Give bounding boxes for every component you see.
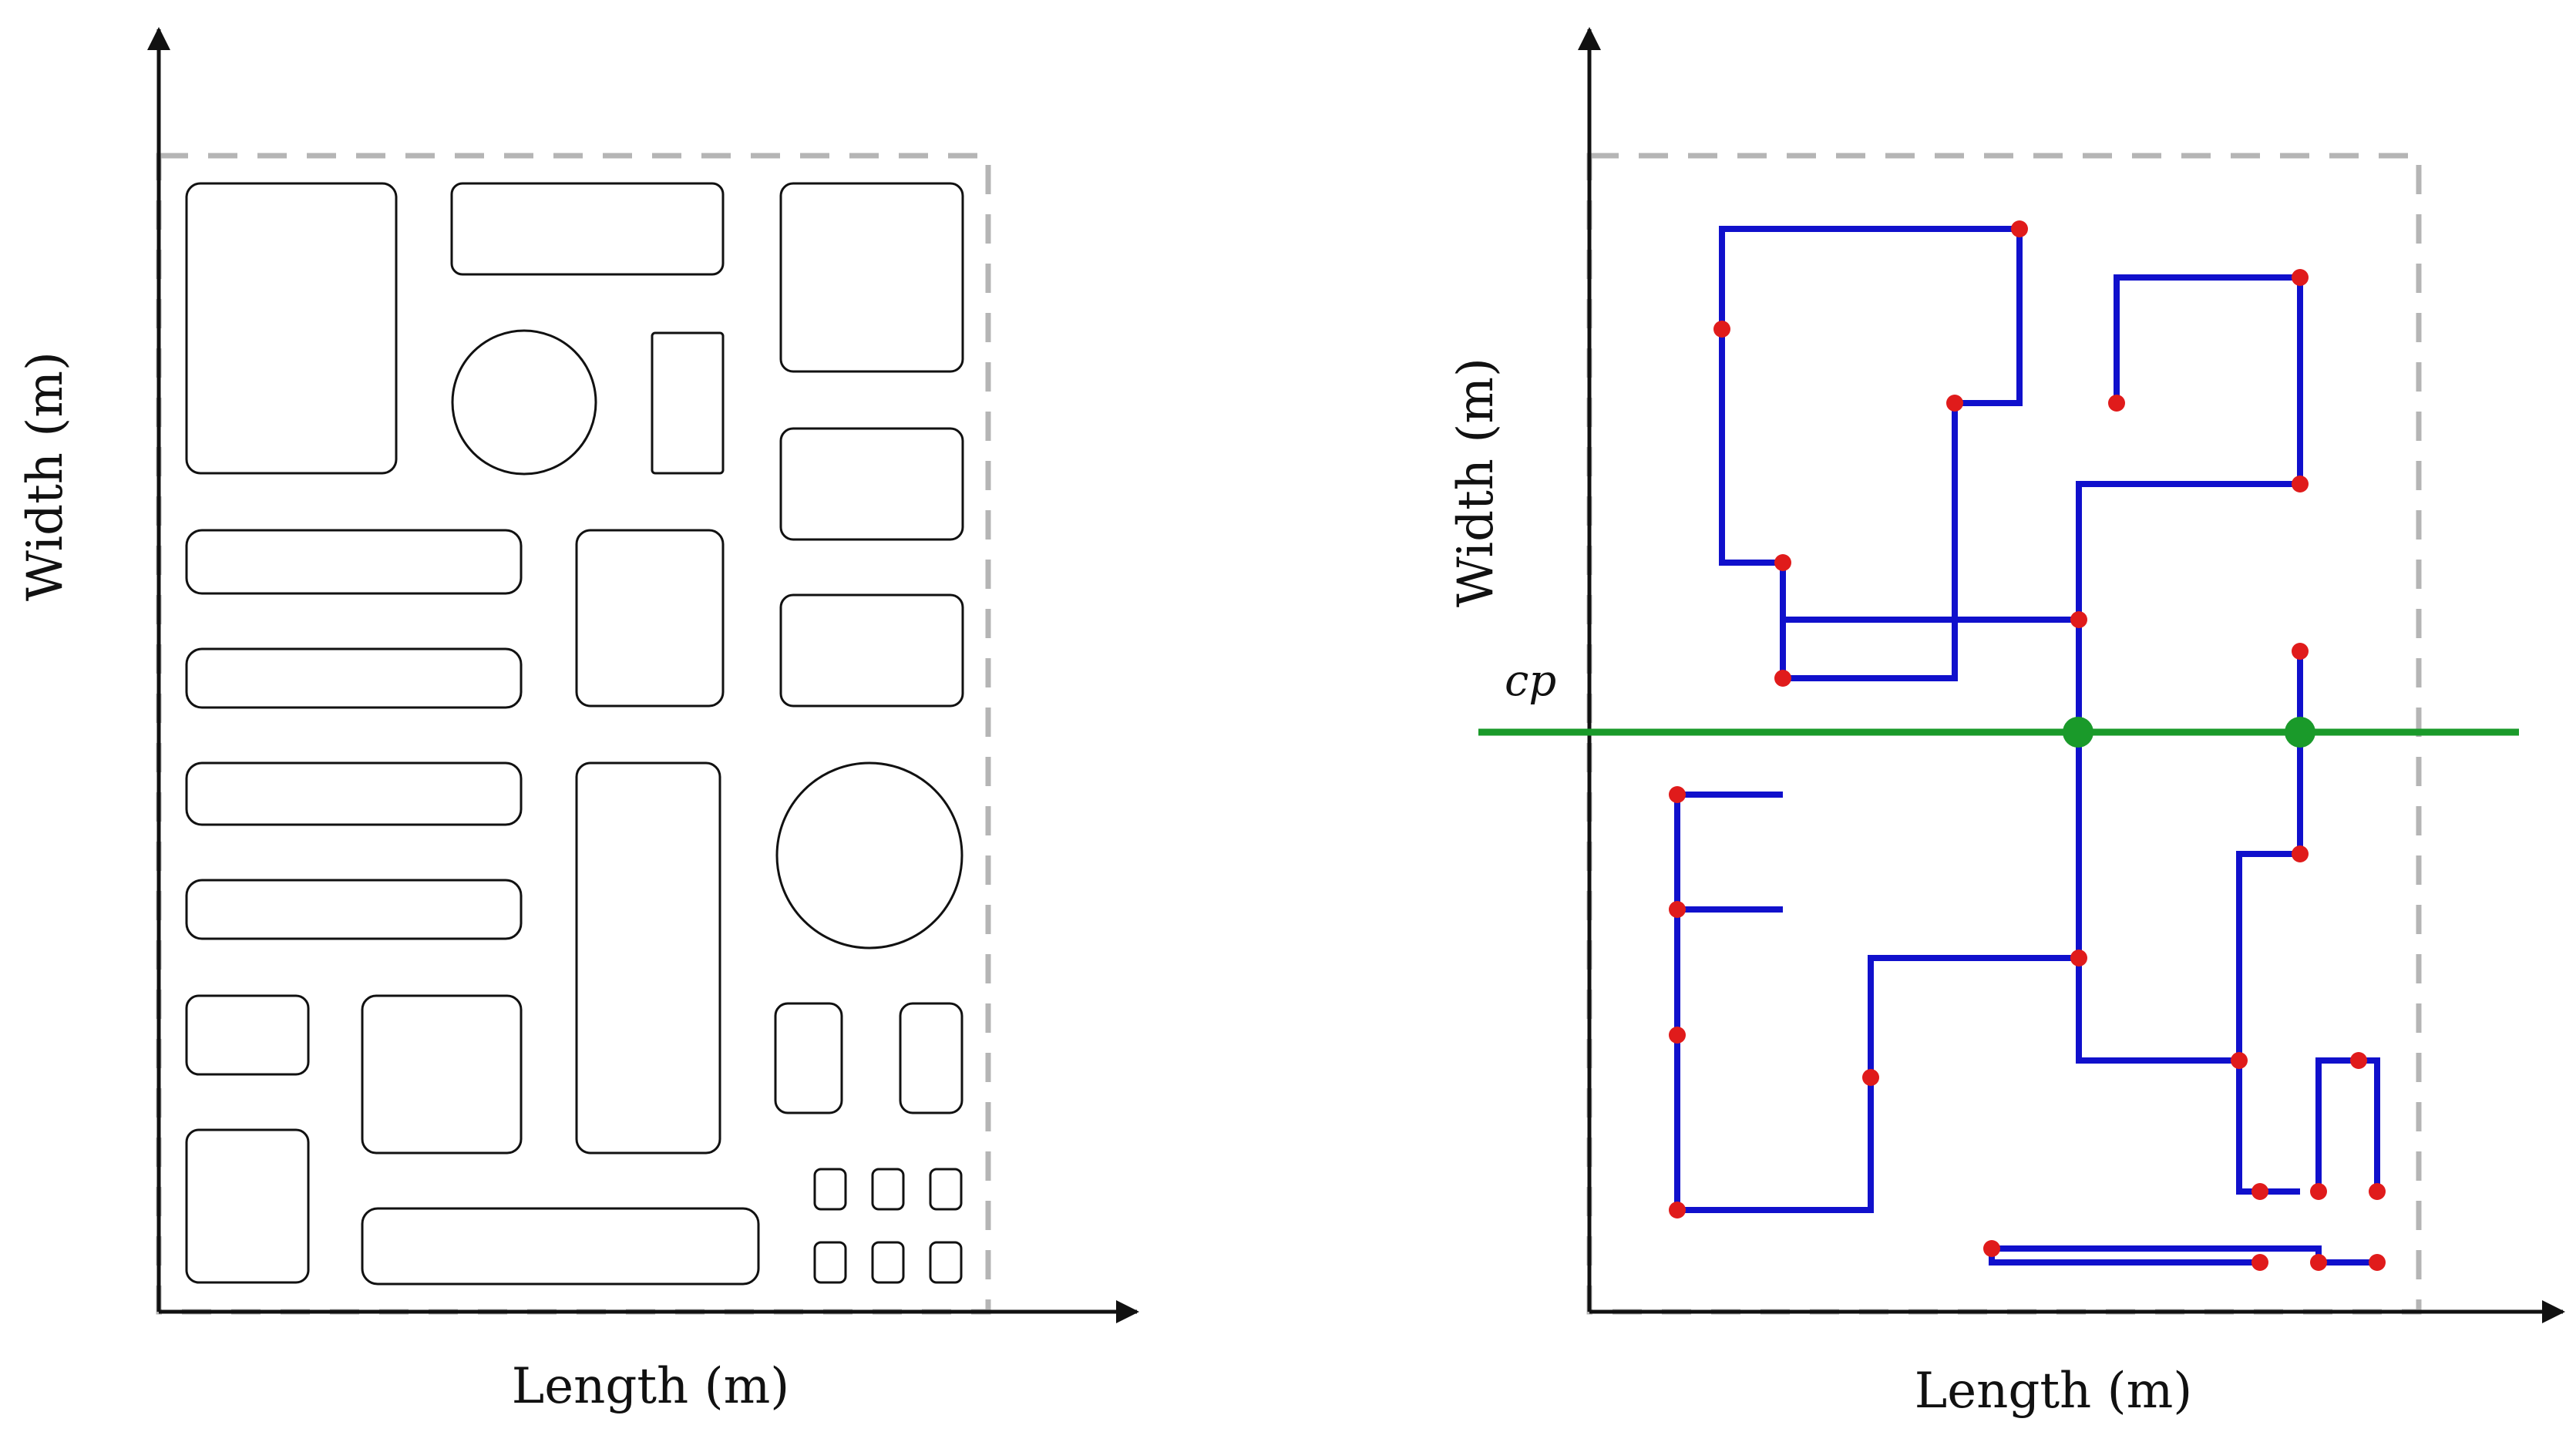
room-rect	[779, 182, 964, 373]
path-node	[1669, 1202, 1686, 1218]
path-node	[2070, 950, 2087, 966]
path-node	[2310, 1254, 2327, 1271]
path-node	[2292, 643, 2309, 660]
left-boundary	[156, 153, 991, 1315]
path-node	[2108, 395, 2125, 412]
room-rect	[929, 1168, 963, 1211]
room-rect	[813, 1241, 847, 1284]
room-rect	[185, 529, 523, 595]
path-node	[1983, 1240, 2000, 1257]
room-rect	[185, 879, 523, 940]
path-segment	[2315, 1057, 2380, 1192]
room-rect	[185, 994, 310, 1076]
right-panel: cp Length (m) Width (m)	[1448, 27, 2565, 1420]
right-x-axis-label: Length (m)	[1915, 1363, 2192, 1420]
room-rect	[929, 1241, 963, 1284]
room-rect	[774, 1002, 843, 1114]
path-node	[1669, 1027, 1686, 1044]
right-paths	[1674, 226, 2380, 1266]
path-segment	[1719, 226, 2023, 681]
room-rect	[185, 182, 398, 475]
room-rect	[779, 427, 964, 541]
room-rect	[361, 1207, 760, 1286]
path-segment	[1674, 792, 2079, 1213]
left-x-axis-label: Length (m)	[512, 1358, 789, 1415]
path-node	[1862, 1069, 1879, 1086]
room-rect	[185, 761, 523, 826]
path-node	[2369, 1183, 2386, 1200]
room-rect	[651, 331, 725, 475]
path-node	[2070, 611, 2087, 628]
room-rect	[185, 1128, 310, 1284]
cut-node	[2285, 717, 2315, 748]
path-node	[2292, 269, 2309, 286]
room-rect	[185, 647, 523, 709]
cut-line-label: cp	[1505, 656, 1556, 706]
room-rect	[813, 1168, 847, 1211]
room-rect	[871, 1168, 905, 1211]
path-node	[2350, 1052, 2367, 1069]
left-rooms	[185, 182, 964, 1286]
path-node	[2251, 1183, 2268, 1200]
path-node	[1713, 321, 1730, 338]
room-circle	[775, 761, 963, 950]
path-node	[1669, 901, 1686, 918]
path-node	[2231, 1052, 2248, 1069]
left-panel: Length (m) Width (m)	[17, 27, 1139, 1415]
path-node	[1774, 554, 1791, 571]
room-rect	[899, 1002, 963, 1114]
path-node	[2369, 1254, 2386, 1271]
path-node	[2251, 1254, 2268, 1271]
cut-node	[2063, 717, 2093, 748]
path-node	[2011, 220, 2028, 237]
room-rect	[575, 761, 721, 1155]
room-circle	[451, 329, 597, 476]
room-rect	[450, 182, 725, 276]
room-rect	[779, 593, 964, 708]
path-node	[2292, 476, 2309, 492]
left-y-axis-label: Width (m)	[17, 351, 74, 601]
right-y-axis-label: Width (m)	[1448, 358, 1505, 607]
path-node	[1774, 670, 1791, 687]
room-rect	[361, 994, 523, 1155]
path-node	[1946, 395, 1963, 412]
right-nodes	[1669, 220, 2386, 1271]
room-rect	[871, 1241, 905, 1284]
path-node	[1669, 786, 1686, 803]
path-segment	[2076, 274, 2303, 1195]
path-node	[2292, 845, 2309, 862]
path-node	[2310, 1183, 2327, 1200]
room-rect	[575, 529, 725, 708]
path-segment	[2236, 651, 2303, 1060]
